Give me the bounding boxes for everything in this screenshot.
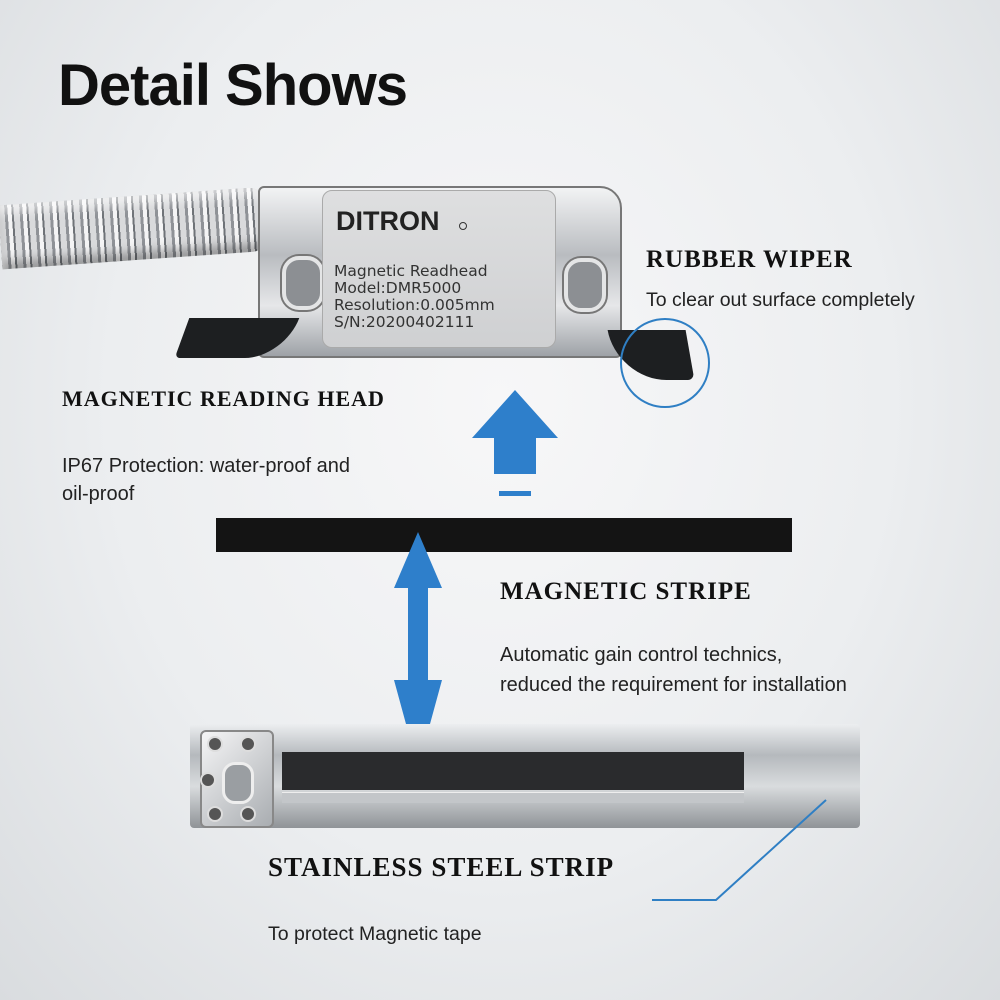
- spec-line-resolution: Resolution:0.005mm: [334, 296, 495, 314]
- spec-line-model: Model:DMR5000: [334, 279, 462, 297]
- head-heading: MAGNETIC READING HEAD: [62, 386, 385, 411]
- head-description-line2: oil-proof: [62, 483, 135, 505]
- left-mounting-slot: [282, 256, 324, 310]
- up-arrow-icon: [472, 390, 558, 496]
- screw-icon: [240, 736, 256, 752]
- screw-icon: [207, 806, 223, 822]
- brand-logo: DITRON: [336, 206, 440, 236]
- steel-heading: STAINLESS STEEL STRIP: [268, 852, 615, 882]
- head-description-line1: IP67 Protection: water-proof and: [62, 455, 350, 477]
- screw-icon: [200, 772, 216, 788]
- wiper-heading: RUBBER WIPER: [646, 246, 853, 273]
- screw-icon: [207, 736, 223, 752]
- stripe-description-line1: Automatic gain control technics,: [500, 644, 783, 666]
- page-title: Detail Shows: [58, 53, 408, 118]
- wiper-highlight-circle: [620, 318, 710, 408]
- registered-mark-icon: [459, 222, 467, 230]
- double-arrow-icon: [394, 532, 442, 768]
- stripe-heading: MAGNETIC STRIPE: [500, 578, 752, 605]
- steel-mounting-slot: [222, 762, 254, 804]
- stripe-description-line2: reduced the requirement for installation: [500, 674, 847, 696]
- metal-hose-cable: [0, 186, 272, 270]
- embedded-magnetic-tape: [282, 752, 744, 790]
- steel-description: To protect Magnetic tape: [268, 923, 482, 945]
- spec-line-serial: S/N:20200402111: [334, 313, 475, 331]
- steel-rail: [282, 792, 744, 803]
- right-mounting-slot: [564, 258, 606, 312]
- spec-line-product: Magnetic Readhead: [334, 262, 488, 280]
- magnetic-stripe: [216, 518, 792, 552]
- readhead-label-plate: [322, 190, 556, 348]
- wiper-description: To clear out surface completely: [646, 289, 915, 311]
- screw-icon: [240, 806, 256, 822]
- steel-callout-line: [652, 799, 827, 901]
